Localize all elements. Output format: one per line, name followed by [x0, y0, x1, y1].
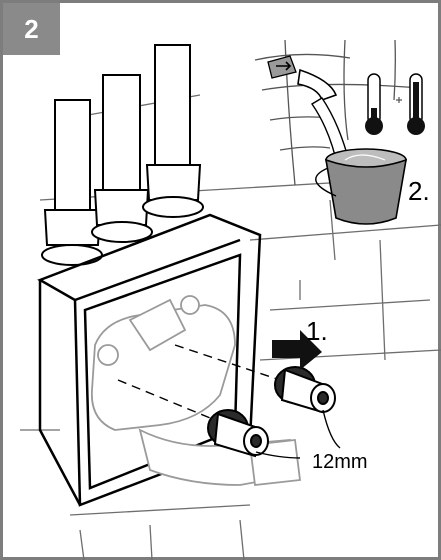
hot-thermometer-icon — [396, 73, 425, 135]
alignment-guides — [117, 344, 281, 421]
insert-arrow-icon — [272, 330, 322, 370]
valve-body — [91, 295, 302, 486]
inlet-tile-lines — [254, 39, 421, 186]
dimension-leaders — [255, 409, 341, 459]
plug-size-label: 12mm — [312, 451, 368, 473]
rinse-step-label: 2. — [408, 176, 430, 206]
bucket-icon — [315, 148, 408, 225]
cold-thermometer-icon — [365, 73, 383, 135]
water-inlet-icon — [267, 55, 351, 169]
step-number-badge: 2 — [3, 3, 60, 55]
test-plug-upper — [274, 366, 336, 414]
supply-pipes — [41, 44, 204, 266]
push-step-label: 1. — [306, 316, 328, 346]
test-plug-lower — [207, 409, 269, 458]
